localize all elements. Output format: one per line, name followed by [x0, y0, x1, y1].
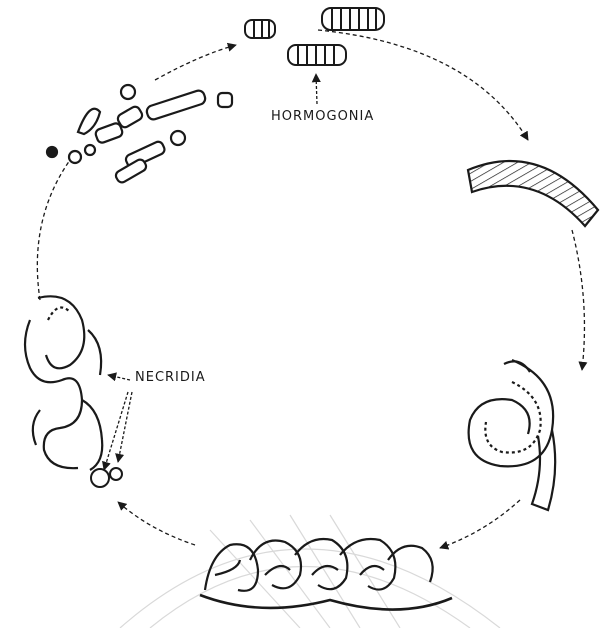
- hormogonia-pointer: [316, 74, 317, 104]
- hormogonia-label: HORMOGONIA: [271, 109, 374, 124]
- arrow-filament-to-coil: [572, 230, 584, 370]
- coiled-filament: [469, 360, 556, 510]
- arrow-fragments-to-hormogonia: [155, 45, 236, 80]
- watermark: [120, 515, 500, 628]
- arrow-coil-to-mass: [440, 500, 520, 548]
- arrow-mass-to-necridia: [118, 502, 195, 545]
- arrow-necridia-to-fragments: [37, 160, 70, 300]
- growing-filament: [468, 161, 598, 226]
- filament-fragments: [47, 85, 232, 184]
- necridia-label: NECRIDIA: [135, 370, 206, 385]
- necridia-filament: [25, 296, 122, 487]
- necridia-pointers: [104, 375, 132, 470]
